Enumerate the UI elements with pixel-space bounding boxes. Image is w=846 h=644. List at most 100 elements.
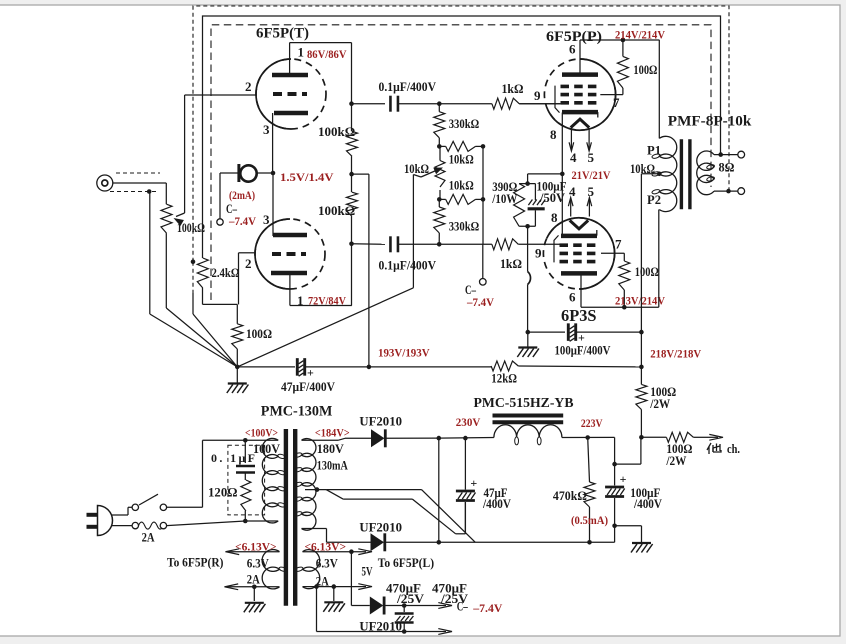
svg-text:+: + <box>307 365 314 379</box>
svg-text:PMC-515HZ-YB: PMC-515HZ-YB <box>474 396 574 411</box>
svg-text:P2: P2 <box>647 193 661 207</box>
svg-text:100Ω: 100Ω <box>246 327 272 341</box>
svg-text:+: + <box>470 476 477 490</box>
svg-text:1kΩ: 1kΩ <box>502 82 524 96</box>
svg-text:100V: 100V <box>253 442 280 456</box>
svg-text:7: 7 <box>615 237 622 252</box>
svg-text:2A: 2A <box>142 531 155 545</box>
svg-text:120Ω: 120Ω <box>208 486 238 500</box>
svg-text:213V/214V: 213V/214V <box>615 294 665 308</box>
svg-text:1: 1 <box>298 45 305 60</box>
svg-text:0.1μF/400V: 0.1μF/400V <box>379 259 437 273</box>
svg-text:8: 8 <box>551 210 558 225</box>
svg-text:6.3V: 6.3V <box>316 557 338 571</box>
svg-text:8: 8 <box>550 127 557 142</box>
svg-text:To 6F5P(L): To 6F5P(L) <box>378 556 434 570</box>
svg-text:6P3S: 6P3S <box>561 306 597 325</box>
svg-text:223V: 223V <box>581 416 603 430</box>
svg-text:UF2010: UF2010 <box>359 619 402 634</box>
svg-text:470μF: 470μF <box>432 582 467 596</box>
svg-text:10kΩ: 10kΩ <box>449 153 474 167</box>
svg-text:214V/214V: 214V/214V <box>615 28 665 42</box>
svg-text:/2W: /2W <box>649 397 670 411</box>
svg-text:PMF-8P-10k: PMF-8P-10k <box>668 114 752 130</box>
svg-text:–7.4V: –7.4V <box>466 295 494 309</box>
svg-text:2: 2 <box>245 79 252 94</box>
svg-text:(2mA): (2mA) <box>229 188 255 202</box>
svg-text:330kΩ: 330kΩ <box>449 117 480 131</box>
svg-text:0.1μF/400V: 0.1μF/400V <box>379 80 437 94</box>
svg-text:<6.13V>: <6.13V> <box>235 540 277 554</box>
svg-text:2: 2 <box>245 256 252 271</box>
svg-text:9: 9 <box>534 88 541 103</box>
svg-text:47μF: 47μF <box>484 486 508 500</box>
svg-text:10kΩ: 10kΩ <box>404 162 429 176</box>
svg-text:<184V>: <184V> <box>315 426 350 440</box>
svg-text:4: 4 <box>569 184 576 199</box>
svg-text:P1: P1 <box>647 144 661 158</box>
svg-text:86V/86V: 86V/86V <box>307 47 347 61</box>
svg-text:47μF/400V: 47μF/400V <box>281 380 335 394</box>
svg-text:100μF/400V: 100μF/400V <box>555 344 611 358</box>
svg-text:100kΩ: 100kΩ <box>177 221 205 235</box>
svg-text:5: 5 <box>588 184 595 199</box>
svg-text:ch.: ch. <box>727 442 740 456</box>
svg-text:100Ω: 100Ω <box>633 63 657 77</box>
svg-text:0. 1μF: 0. 1μF <box>211 451 255 465</box>
svg-text:5V: 5V <box>362 565 373 579</box>
svg-text:C–: C– <box>226 202 238 216</box>
svg-text:3: 3 <box>263 122 270 137</box>
svg-text:/10W: /10W <box>491 192 517 206</box>
svg-text:/400V: /400V <box>633 497 662 511</box>
svg-text:<6.13V>: <6.13V> <box>305 540 347 554</box>
svg-text:100Ω: 100Ω <box>666 442 692 456</box>
svg-text:To 6F5P(R): To 6F5P(R) <box>167 556 223 570</box>
svg-text:21V/21V: 21V/21V <box>572 168 611 182</box>
svg-text:330kΩ: 330kΩ <box>449 220 480 234</box>
svg-text:6.3V: 6.3V <box>247 557 269 571</box>
svg-text:6: 6 <box>569 290 576 305</box>
svg-text:/400V: /400V <box>482 497 511 511</box>
svg-text:UF2010: UF2010 <box>359 414 402 429</box>
svg-text:9: 9 <box>535 246 542 261</box>
svg-text:72V/84V: 72V/84V <box>308 294 346 308</box>
svg-text:470μF: 470μF <box>386 582 421 596</box>
svg-text:/50V: /50V <box>539 191 565 205</box>
svg-text:+: + <box>620 472 627 486</box>
svg-text:1kΩ: 1kΩ <box>500 257 522 271</box>
svg-text:100μF: 100μF <box>630 486 660 500</box>
svg-text:100kΩ: 100kΩ <box>318 203 355 218</box>
svg-text:PMC-130M: PMC-130M <box>261 404 333 420</box>
svg-text:8Ω: 8Ω <box>719 161 735 175</box>
svg-text:4: 4 <box>570 150 577 165</box>
svg-text:1.5V/1.4V: 1.5V/1.4V <box>280 170 334 184</box>
svg-text:180V: 180V <box>317 442 344 456</box>
svg-text:10kΩ: 10kΩ <box>449 179 474 193</box>
svg-text:10kΩ: 10kΩ <box>630 162 655 176</box>
svg-text:2.4kΩ: 2.4kΩ <box>212 266 240 280</box>
svg-text:193V/193V: 193V/193V <box>378 346 430 360</box>
svg-text:100kΩ: 100kΩ <box>318 124 355 139</box>
svg-text:6: 6 <box>569 42 576 57</box>
svg-text:12kΩ: 12kΩ <box>491 372 517 386</box>
svg-text:7: 7 <box>613 95 620 110</box>
svg-text:–7.4V: –7.4V <box>472 601 502 615</box>
svg-text:230V: 230V <box>456 415 481 429</box>
svg-text:100μF: 100μF <box>537 180 567 194</box>
svg-text:218V/218V: 218V/218V <box>650 347 701 361</box>
svg-text:<100V>: <100V> <box>245 426 278 440</box>
svg-text:100Ω: 100Ω <box>635 265 659 279</box>
svg-text:C–: C– <box>457 600 469 614</box>
svg-text:3: 3 <box>263 212 270 227</box>
svg-text:–7.4V: –7.4V <box>228 214 256 228</box>
svg-text:1: 1 <box>297 293 304 308</box>
svg-text:100Ω: 100Ω <box>650 385 676 399</box>
svg-text:UF2010: UF2010 <box>359 520 402 535</box>
svg-text:130mA: 130mA <box>317 459 348 473</box>
svg-text:/2W: /2W <box>666 454 687 468</box>
svg-text:(0.5mA): (0.5mA) <box>571 513 608 527</box>
svg-text:/25V: /25V <box>440 592 468 606</box>
svg-text:470kΩ: 470kΩ <box>553 489 587 503</box>
svg-text:6F5P(T): 6F5P(T) <box>256 26 309 42</box>
svg-text:2A: 2A <box>316 575 329 589</box>
